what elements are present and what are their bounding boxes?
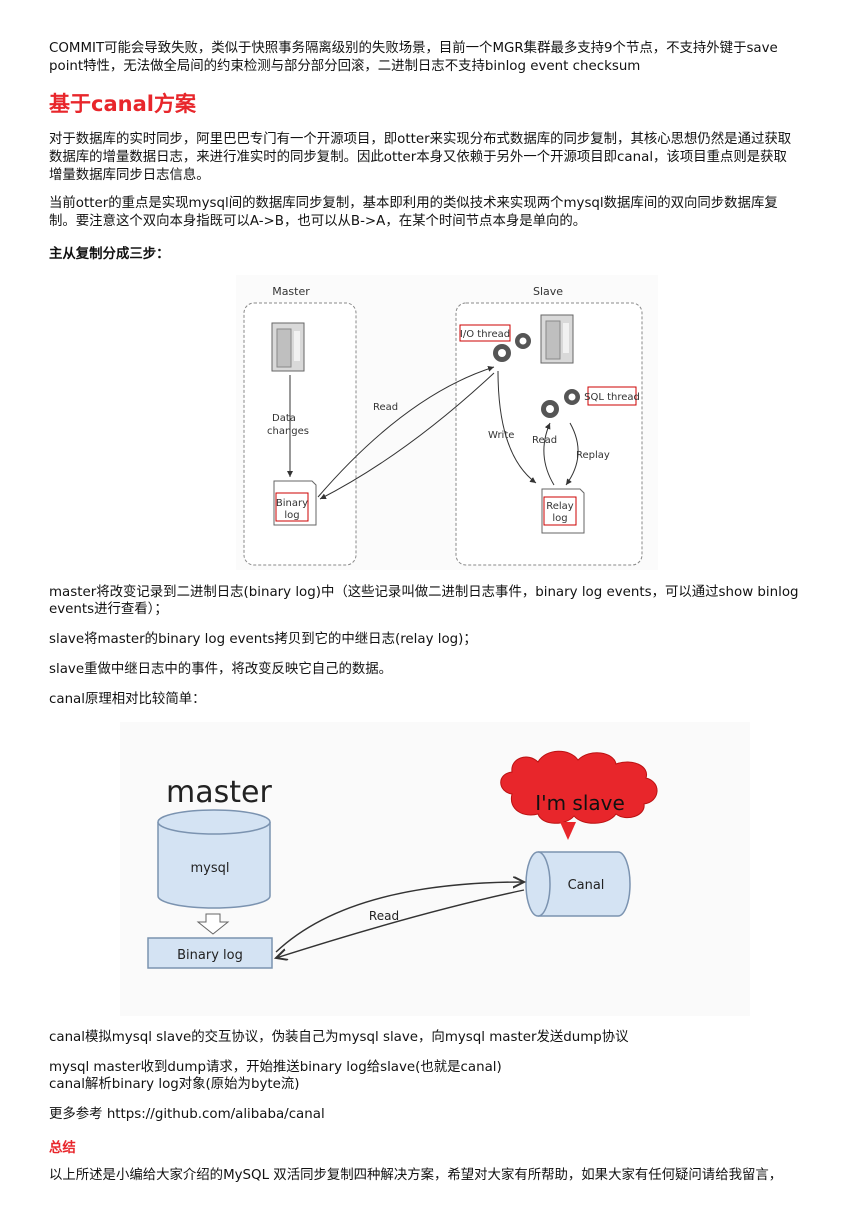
binary-log-box xyxy=(147,937,273,969)
canal-point-2: mysql master收到dump请求，开始推送binary log给slav… xyxy=(49,1060,502,1075)
more-reference-link[interactable]: 更多参考 https://github.com/alibaba/canal xyxy=(49,1107,325,1122)
binary-log-text-1: Binary xyxy=(276,498,308,509)
master-title: master xyxy=(166,775,272,810)
relay-log-text-1: Relay xyxy=(546,501,574,512)
replay-label: Replay xyxy=(576,450,610,461)
down-arrow-icon xyxy=(196,913,230,935)
steps-heading: 主从复制分成三步： xyxy=(49,247,170,262)
slave-cloud-icon xyxy=(500,750,658,840)
canal-point-1: canal模拟mysql slave的交互协议，伪装自己为mysql slave… xyxy=(49,1030,629,1045)
read-label-2: Read xyxy=(532,435,557,446)
io-thread-gear-icon xyxy=(493,333,531,362)
step3-text: slave重做中继日志中的事件，将改变反映它自己的数据。 xyxy=(49,662,393,677)
io-thread-label: I/O thread xyxy=(460,329,510,340)
mysql-database-icon xyxy=(157,809,271,909)
master-server-icon xyxy=(271,322,305,372)
intro-line-2: point特性，无法做全局间的约束检测与部分部分回滚，二进制日志不支持binlo… xyxy=(49,59,641,74)
sql-thread-box xyxy=(587,386,637,406)
summary-text: 以上所述是小编给大家介绍的MySQL 双活同步复制四种解决方案，希望对大家有所帮… xyxy=(49,1168,783,1183)
relay-log-text-2: log xyxy=(552,513,567,524)
data-changes-label-2: changes xyxy=(267,426,309,437)
step1-line-2: events进行查看）； xyxy=(49,602,168,617)
slave-region xyxy=(455,302,643,566)
para1-line-2: 数据库的增量数据日志，来进行准实时的同步复制。因此otter本身又依赖于另外一个… xyxy=(49,150,787,165)
slave-label: Slave xyxy=(533,285,563,298)
section-title: 基于canal方案 xyxy=(49,92,196,116)
para1-line-1: 对于数据库的实时同步，阿里巴巴专门有一个开源项目，即otter来实现分布式数据库… xyxy=(49,132,792,147)
binary-log-label: Binary log xyxy=(177,948,243,963)
intro-line-1: COMMIT可能会导致失败，类似于快照事务隔离级别的失败场景，目前一个MGR集群… xyxy=(49,41,778,56)
replication-diagram: Master Slave Data changes Binary log xyxy=(236,275,658,570)
step1-line-1: master将改变记录到二进制日志(binary log)中（这些记录叫做二进制… xyxy=(49,585,799,600)
sql-thread-gear-icon xyxy=(541,389,580,418)
write-label: Write xyxy=(488,430,514,441)
canal-intro: canal原理相对比较简单： xyxy=(49,692,206,707)
canal-point-3: canal解析binary log对象(原始为byte流) xyxy=(49,1077,300,1092)
relay-log-document: Relay log xyxy=(541,488,585,534)
sql-thread-label: SQL thread xyxy=(584,392,640,403)
slave-server-icon xyxy=(540,314,574,364)
read-label: Read xyxy=(369,909,399,923)
para1-line-3: 增量数据库同步日志信息。 xyxy=(49,168,210,183)
para2-line-1: 当前otter的重点是实现mysql间的数据库同步复制，基本即利用的类似技术来实… xyxy=(49,196,778,211)
canal-diagram: master mysql Binary log I'm slave Canal … xyxy=(120,722,750,1016)
cloud-label: I'm slave xyxy=(535,791,625,815)
data-changes-label-1: Data xyxy=(272,413,296,424)
canal-label: Canal xyxy=(568,878,605,893)
io-thread-box xyxy=(459,324,511,342)
read-label: Read xyxy=(373,402,398,413)
canal-cylinder-icon xyxy=(525,851,631,917)
binary-log-text-2: log xyxy=(284,510,299,521)
para2-line-2: 制。要注意这个双向本身指既可以A->B，也可以从B->A，在某个时间节点本身是单… xyxy=(49,214,587,229)
master-label: Master xyxy=(272,285,310,298)
summary-title: 总结 xyxy=(49,1141,76,1156)
mysql-label: mysql xyxy=(191,861,230,876)
binary-log-document: Binary log xyxy=(273,480,317,526)
step2-text: slave将master的binary log events拷贝到它的中继日志(… xyxy=(49,632,477,647)
